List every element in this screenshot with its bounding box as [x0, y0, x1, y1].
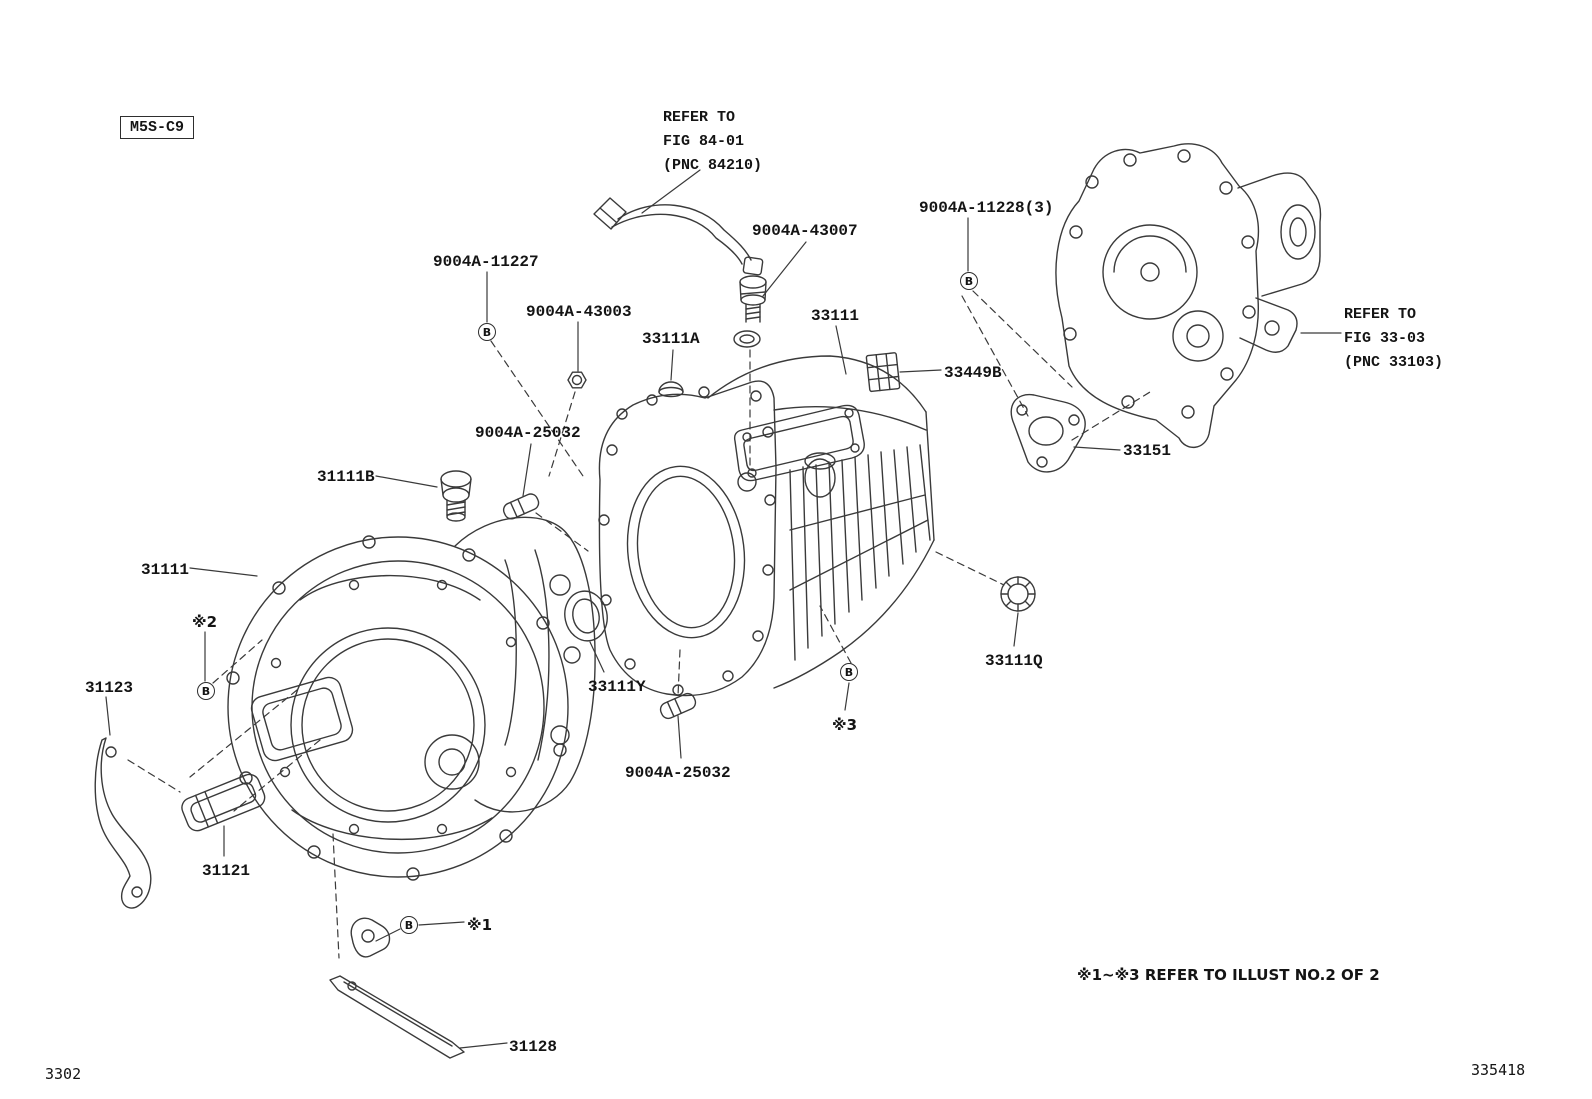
plug-9004a-25032-upper-drawing	[502, 493, 540, 520]
callout-9004a-25032-upper[interactable]: 9004A-25032	[475, 424, 581, 442]
callout-9004a-11227[interactable]: 9004A-11227	[433, 253, 539, 271]
callout-33111-case[interactable]: 33111	[811, 307, 860, 325]
nut-9004a-43003-drawing	[567, 371, 587, 389]
footnote-text: ※1~※3 REFER TO ILLUST NO.2 OF 2	[1077, 966, 1380, 984]
b-marker-icon: B	[197, 682, 215, 700]
leader-lines	[105, 169, 1342, 1049]
b-marker-icon: B	[840, 663, 858, 681]
callout-9004a-11228[interactable]: 9004A-11228(3)	[919, 199, 1054, 217]
bracket-31123-drawing	[94, 737, 152, 909]
note-3-marker: ※3	[832, 716, 858, 734]
sensor-9004a-43007-drawing	[593, 197, 767, 348]
b-marker-icon: B	[400, 916, 418, 934]
callout-9004a-43003[interactable]: 9004A-43003	[526, 303, 632, 321]
plug-9004a-25032-lower-drawing	[659, 692, 697, 720]
note-1-marker: ※1	[467, 916, 493, 934]
callout-33449b[interactable]: 33449B	[944, 364, 1002, 382]
bracket-31128-drawing	[329, 917, 465, 1059]
callout-31111b[interactable]: 31111B	[317, 468, 375, 486]
connector-33449b-drawing	[865, 352, 901, 393]
breather-plug-31111b-drawing	[440, 470, 472, 522]
gasket-33151-drawing	[1010, 393, 1086, 473]
callout-33111y[interactable]: 33111Y	[588, 678, 646, 696]
b-marker-icon: B	[960, 272, 978, 290]
clutch-housing-drawing	[226, 516, 596, 881]
note-2-marker: ※2	[192, 613, 218, 631]
callout-9004a-43007[interactable]: 9004A-43007	[752, 222, 858, 240]
projection-lines	[127, 290, 1151, 959]
b-marker-icon: B	[478, 323, 496, 341]
oil-seal-33111y-drawing	[564, 590, 608, 642]
refer-fig-84-01-note: REFER TO FIG 84-01 (PNC 84210)	[663, 109, 763, 174]
callout-31123[interactable]: 31123	[85, 679, 134, 697]
refer-fig-33-03-note: REFER TO FIG 33-03 (PNC 33103)	[1344, 306, 1444, 371]
oil-seal-33111q-drawing	[1000, 576, 1036, 612]
transmission-case-drawing	[598, 355, 935, 697]
clip-31121-drawing	[181, 773, 266, 832]
page-number-left: 3302	[45, 1065, 82, 1083]
dome-plug-33111a-drawing	[658, 381, 684, 398]
callout-31121[interactable]: 31121	[202, 862, 251, 880]
callout-31111-housing[interactable]: 31111	[141, 561, 190, 579]
callout-33111a[interactable]: 33111A	[642, 330, 700, 348]
callout-33151[interactable]: 33151	[1123, 442, 1172, 460]
callout-31128[interactable]: 31128	[509, 1038, 558, 1056]
extension-housing-drawing	[1055, 143, 1322, 448]
model-code: M5S-C9	[130, 119, 185, 136]
callout-33111q[interactable]: 33111Q	[985, 652, 1043, 670]
callout-9004a-25032-lower[interactable]: 9004A-25032	[625, 764, 731, 782]
page-number-right: 335418	[1471, 1061, 1526, 1079]
model-code-box: M5S-C9	[120, 116, 195, 139]
